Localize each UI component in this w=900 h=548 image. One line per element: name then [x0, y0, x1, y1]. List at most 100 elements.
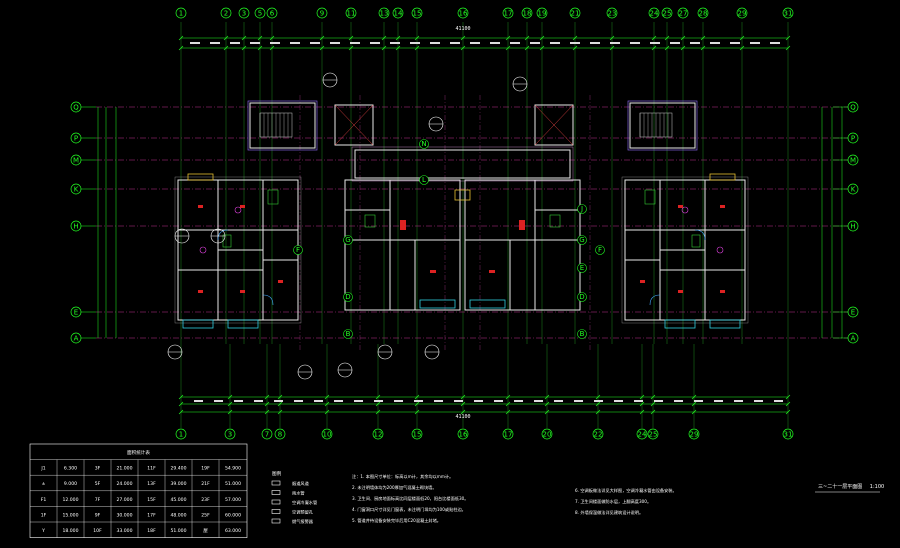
axis-label-left: M	[73, 157, 79, 165]
general-notes: 注：1. 本图尺寸单位：标高以m计，其余均以mm计。2. 未注明墙体均为200厚…	[352, 473, 880, 524]
dim-text-mark	[670, 42, 680, 44]
sheet-title: 三~二十一层平面图 1:100	[818, 483, 884, 490]
table-cell: 18.000	[62, 528, 78, 534]
dim-tick	[414, 45, 420, 51]
table-cell: 屋	[203, 528, 208, 534]
axis-bubble-top	[697, 7, 709, 19]
table-cell: 33.000	[116, 528, 132, 534]
dim-tick	[572, 35, 578, 41]
dim-total-bottom: 41100	[455, 414, 470, 420]
dim-tick	[381, 35, 387, 41]
elevator-shaft	[534, 104, 574, 146]
dim-text-mark	[194, 400, 203, 402]
axis-label-top: 27	[679, 10, 688, 18]
axis-label-bottom: 1	[179, 431, 183, 439]
axis-bubble-top	[220, 7, 232, 19]
dim-tick	[381, 45, 387, 51]
dim-tick	[691, 401, 697, 407]
axis-bubble-top	[521, 7, 533, 19]
axis-label-inner: B	[580, 330, 585, 338]
corridor-outer	[351, 146, 574, 182]
dim-tick	[651, 35, 657, 41]
table-cell: 45.000	[170, 497, 186, 503]
dim-text-mark	[754, 400, 763, 402]
dim-tick	[524, 35, 530, 41]
dim-tick	[348, 35, 354, 41]
axis-label-right: Q	[850, 104, 856, 112]
axis-bubble-bottom	[541, 428, 553, 440]
dim-text-mark	[650, 42, 660, 44]
dim-tick	[544, 409, 550, 415]
dim-tick	[739, 45, 745, 51]
axis-bubble-top	[254, 7, 266, 19]
table-cell: 25F	[201, 512, 210, 518]
table-cell: 18F	[147, 528, 156, 534]
dim-tick	[324, 394, 330, 400]
legend-swatch	[271, 518, 281, 524]
dim-tick	[460, 401, 466, 407]
dim-tick	[664, 45, 670, 51]
table-cell: J1	[40, 466, 45, 472]
axis-label-top: 2	[224, 10, 228, 18]
table-cell: 5F	[95, 481, 101, 487]
dim-text-mark	[290, 42, 300, 44]
dim-text-mark	[394, 400, 403, 402]
dim-tick	[375, 409, 381, 415]
table-cell: 15F	[147, 497, 156, 503]
bath-fixture	[549, 214, 561, 228]
axis-label-top: 6	[270, 10, 275, 18]
bath-fixture	[644, 189, 656, 205]
axis-label-right: A	[851, 335, 856, 343]
dim-tick	[785, 409, 791, 415]
dim-tick	[785, 401, 791, 407]
dim-tick	[639, 401, 645, 407]
table-title: 面积统计表	[127, 449, 150, 456]
table-cell: 19F	[201, 466, 210, 472]
axis-bubble-inner	[293, 245, 303, 255]
axis-label-top: 9	[320, 10, 324, 18]
dim-text-mark	[314, 400, 323, 402]
axis-bubble-top	[736, 7, 748, 19]
dim-tick	[277, 409, 283, 415]
axis-label-inner: F	[598, 246, 602, 254]
dim-tick	[785, 35, 791, 41]
axis-label-right: M	[850, 157, 856, 165]
table-cell: 13F	[147, 481, 156, 487]
dim-tick	[544, 401, 550, 407]
dim-text-mark	[390, 42, 400, 44]
axis-bubble-top	[175, 7, 187, 19]
axis-label-inner: J	[580, 205, 583, 213]
note-line: 注：1. 本图尺寸单位：标高以m计，其余均以mm计。	[352, 473, 453, 480]
axis-label-inner: L	[422, 176, 426, 184]
dim-tick	[595, 394, 601, 400]
axis-label-bottom: 29	[690, 431, 699, 439]
dim-tick	[572, 45, 578, 51]
inner-unit-outline	[344, 179, 461, 311]
stair-core	[627, 100, 698, 151]
dim-tick	[264, 401, 270, 407]
axis-label-top: 28	[699, 10, 708, 18]
dim-tick	[277, 401, 283, 407]
stair-run	[259, 112, 293, 138]
axis-bubble-bottom	[372, 428, 384, 440]
axis-bubble-inner	[577, 263, 587, 273]
dim-text-mark	[774, 400, 783, 402]
axis-label-right: H	[850, 223, 855, 231]
table-cell: 29.400	[170, 466, 186, 472]
dim-tick	[319, 45, 325, 51]
dim-text-mark	[750, 42, 760, 44]
table-cell: 48.000	[170, 512, 186, 518]
table-cell: 51.000	[225, 481, 241, 487]
table-cell: 12.000	[62, 497, 78, 503]
axis-label-inner: F	[296, 246, 300, 254]
dim-text-mark	[674, 400, 683, 402]
door-arc	[262, 294, 274, 306]
table-cell: 15.000	[62, 512, 78, 518]
table-cell: 60.000	[225, 512, 241, 518]
dim-text-mark	[530, 42, 540, 44]
dim-tick	[223, 45, 229, 51]
dim-tick	[269, 45, 275, 51]
axis-bubble-top	[411, 7, 423, 19]
